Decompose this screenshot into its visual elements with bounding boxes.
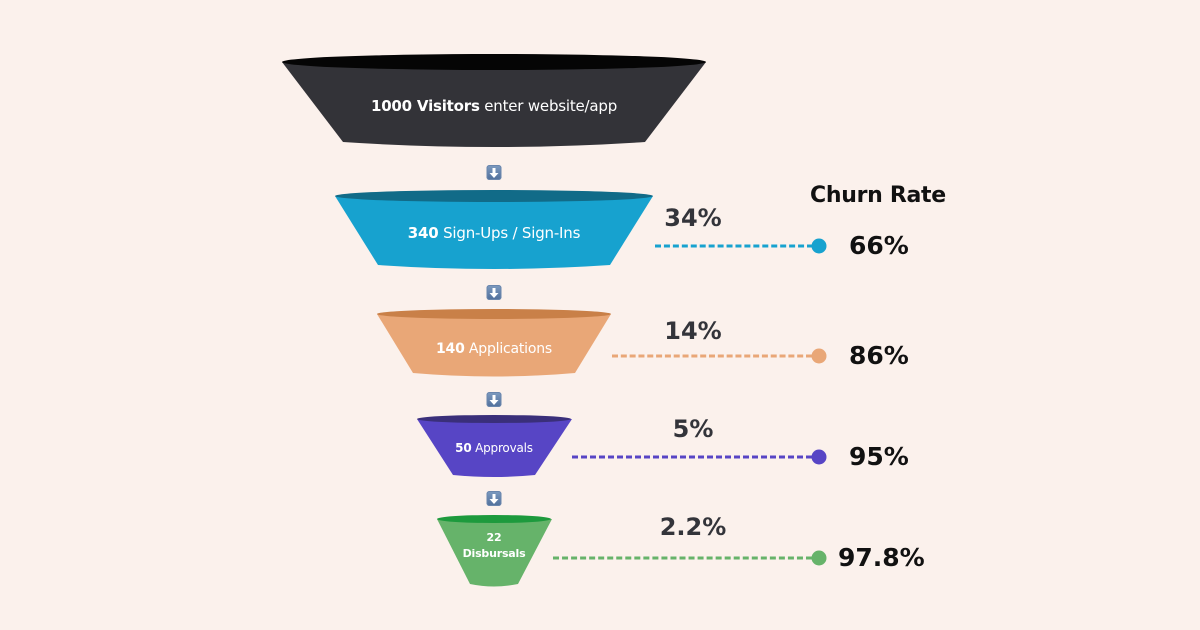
churn-value-applications: 86% bbox=[849, 341, 909, 370]
connector-line-approvals bbox=[572, 455, 812, 459]
connector-line-applications bbox=[612, 354, 812, 358]
stage-count: 340 bbox=[407, 224, 439, 242]
conversion-percent-applications: 14% bbox=[664, 317, 722, 345]
conversion-percent-signups: 34% bbox=[664, 204, 722, 232]
churn-value-signups: 66% bbox=[849, 231, 909, 260]
conversion-percent-disbursals: 2.2% bbox=[659, 513, 727, 541]
stage-text: Applications bbox=[468, 341, 553, 357]
churn-value-approvals: 95% bbox=[849, 442, 909, 471]
down-arrow-icon bbox=[486, 491, 502, 506]
stage-text: Approvals bbox=[475, 441, 533, 455]
churn-dot-disbursals bbox=[811, 550, 827, 566]
stage-text: enter website/app bbox=[484, 97, 618, 115]
funnel-stage-disbursals bbox=[437, 515, 552, 587]
stage-count: 50 bbox=[455, 441, 472, 455]
churn-dot-approvals bbox=[811, 449, 827, 465]
stage-text: Disbursals bbox=[462, 547, 526, 560]
stage-label-disbursals: 22 Disbursals bbox=[463, 530, 526, 562]
churn-dot-signups bbox=[811, 238, 827, 254]
down-arrow-icon bbox=[486, 165, 502, 180]
down-arrow-icon bbox=[486, 392, 502, 407]
connector-line-disbursals bbox=[553, 556, 812, 560]
funnel-stage-visitors bbox=[282, 54, 706, 147]
stage-label-approvals: 50 Approvals bbox=[455, 441, 533, 455]
stage-label-applications: 140 Applications bbox=[436, 341, 552, 357]
stage-count: 1000 Visitors bbox=[370, 97, 480, 115]
down-arrow-icon bbox=[486, 285, 502, 300]
funnel-stage-signups bbox=[335, 190, 653, 269]
funnel-stage-approvals bbox=[417, 415, 572, 477]
stage-text: Sign-Ups / Sign-Ins bbox=[443, 224, 581, 242]
connector-line-signups bbox=[655, 244, 813, 248]
conversion-percent-approvals: 5% bbox=[672, 415, 714, 443]
churn-value-disbursals: 97.8% bbox=[838, 543, 925, 572]
stage-label-signups: 340 Sign-Ups / Sign-Ins bbox=[407, 224, 581, 242]
stage-label-visitors: 1000 Visitors enter website/app bbox=[371, 97, 617, 115]
churn-dot-applications bbox=[811, 348, 827, 364]
stage-count: 22 bbox=[486, 531, 502, 544]
stage-count: 140 bbox=[435, 341, 465, 357]
churn-rate-title: Churn Rate bbox=[810, 183, 946, 208]
funnel-stage-applications bbox=[377, 309, 611, 377]
